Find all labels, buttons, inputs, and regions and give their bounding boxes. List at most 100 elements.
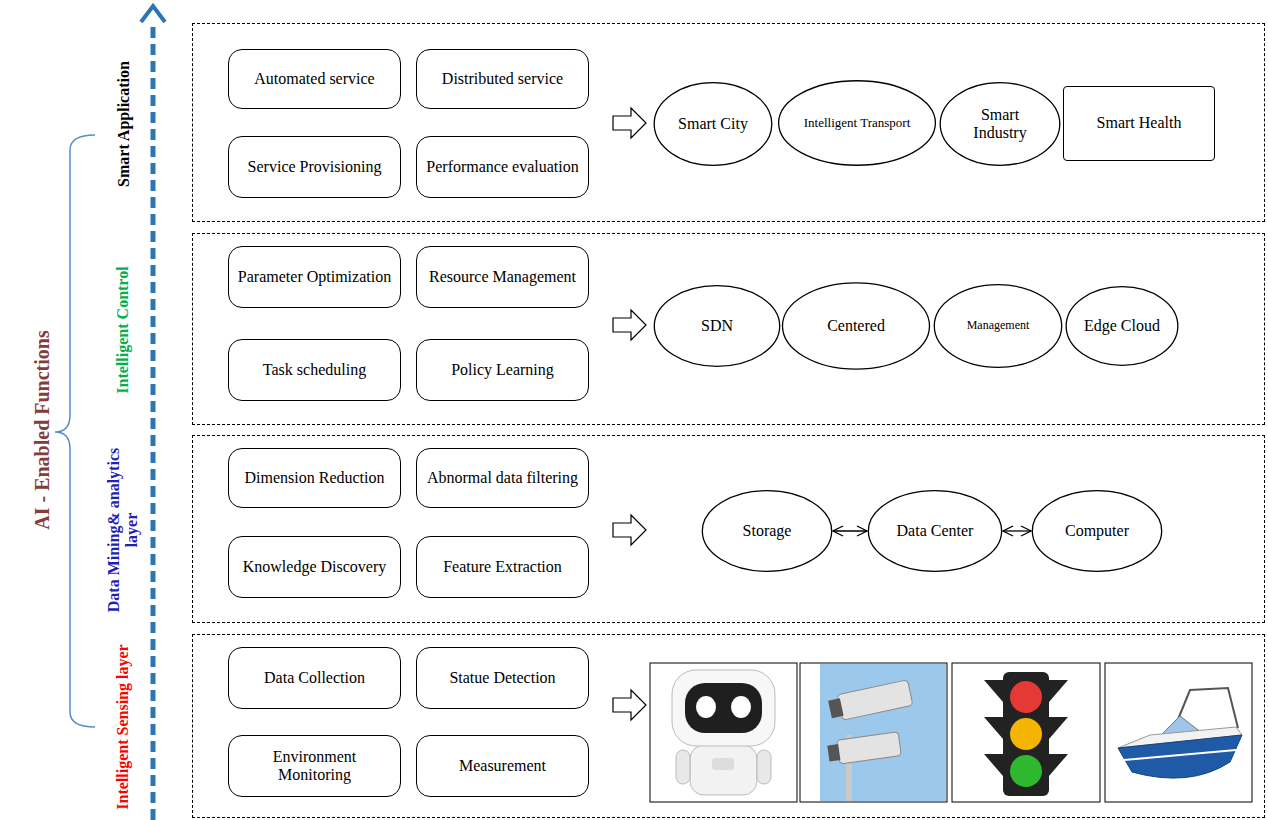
sky-background xyxy=(820,664,946,801)
light-visor xyxy=(1049,754,1068,776)
function-ellipse: Edge Cloud xyxy=(1065,285,1179,367)
layer-label-holder: Smart Application xyxy=(100,30,146,217)
function-box: Feature Extraction xyxy=(416,536,589,598)
ellipse-outline xyxy=(654,83,772,166)
layer-label: Smart Application xyxy=(114,30,132,217)
layer-label-holder: Intelligent Sensing layer xyxy=(100,641,146,813)
function-box: Policy Learning xyxy=(416,339,589,401)
node-text: Performance evaluation xyxy=(423,158,582,176)
robot-head xyxy=(672,670,775,746)
camera-lens xyxy=(827,744,840,761)
block-arrow xyxy=(613,310,646,340)
function-box: Task scheduling xyxy=(228,339,401,401)
side-label: AI - Enabled Functions xyxy=(31,270,54,590)
node-text: Computer xyxy=(1048,522,1146,540)
ellipse-outline xyxy=(1032,491,1161,572)
function-ellipse: Intelligent Transport xyxy=(777,79,937,167)
function-ellipse: Computer xyxy=(1031,489,1163,573)
node-text: Policy Learning xyxy=(423,361,582,379)
block-arrow xyxy=(613,108,646,138)
vertical-axis-arrow xyxy=(141,6,165,820)
node-text: Service Provisioning xyxy=(235,158,394,176)
node-text: Knowledge Discovery xyxy=(235,558,394,576)
light-visor xyxy=(1049,717,1068,739)
robot-eye xyxy=(731,696,751,718)
ellipse-outline xyxy=(779,81,936,165)
function-ellipse: Data Center xyxy=(867,489,1003,573)
ellipse-outline xyxy=(783,283,930,369)
function-box: Environment Monitoring xyxy=(228,735,401,797)
side-label-holder: AI - Enabled Functions xyxy=(24,270,60,590)
camera-lens xyxy=(828,698,843,718)
robot-panel xyxy=(712,758,734,770)
picture-frame xyxy=(800,663,947,802)
layer-label: Data Mining& analytics layer xyxy=(105,442,142,618)
function-ellipse: Smart City xyxy=(653,81,773,167)
picture-frame xyxy=(1105,663,1252,802)
layer-panel: Smart ApplicationAutomated serviceDistri… xyxy=(192,23,1265,222)
camera xyxy=(827,680,913,722)
function-box: Resource Management xyxy=(416,246,589,308)
layer-label: Intelligent Sensing layer xyxy=(114,641,132,813)
node-text: Smart City xyxy=(669,115,758,133)
ellipse-outline xyxy=(702,491,831,572)
robot-picture xyxy=(650,663,797,802)
function-ellipse: Smart Industry xyxy=(939,81,1061,167)
ellipse-outline xyxy=(654,286,779,367)
traffic-light-picture xyxy=(952,663,1100,802)
double-arrow-connector xyxy=(833,530,867,531)
picture-frame xyxy=(650,663,797,802)
ellipse-outline xyxy=(1066,287,1178,366)
ellipse-outline xyxy=(868,491,1001,572)
double-arrow-connector xyxy=(1003,530,1031,531)
light-visor xyxy=(1049,680,1068,702)
axis-line xyxy=(151,22,156,820)
ellipse-outline xyxy=(934,285,1061,368)
node-text: Distributed service xyxy=(423,70,582,88)
picture-frame xyxy=(952,663,1100,802)
curly-bracket xyxy=(55,135,95,727)
function-box: Data Collection xyxy=(228,647,401,709)
camera-picture xyxy=(800,663,947,802)
function-box: Dimension Reduction xyxy=(228,448,401,508)
node-text: Intelligent Transport xyxy=(798,116,916,131)
node-text: Environment Monitoring xyxy=(235,748,394,785)
node-text: Centered xyxy=(801,317,912,335)
node-text: Task scheduling xyxy=(235,361,394,379)
node-text: Resource Management xyxy=(423,268,582,286)
layer-panel: Data Mining& analytics layerDimension Re… xyxy=(192,435,1265,623)
node-text: Statue Detection xyxy=(423,669,582,687)
camera-body xyxy=(837,680,913,720)
robot-arm xyxy=(676,750,690,784)
light-housing xyxy=(1003,672,1049,796)
node-text: Automated service xyxy=(235,70,394,88)
layer-label: Intelligent Control xyxy=(114,240,132,420)
light-visor xyxy=(984,754,1003,776)
node-text: SDN xyxy=(670,317,765,335)
node-text: Measurement xyxy=(423,757,582,775)
function-ellipse: Centered xyxy=(781,281,931,371)
axis-head xyxy=(141,6,165,22)
node-text: Smart Health xyxy=(1070,114,1208,132)
node-text: Storage xyxy=(718,522,816,540)
function-box: Parameter Optimization xyxy=(228,246,401,308)
node-text: Feature Extraction xyxy=(423,558,582,576)
camera-body xyxy=(837,732,902,764)
node-text: Smart Industry xyxy=(955,106,1045,143)
layer-label-holder: Intelligent Control xyxy=(100,240,146,420)
yellow-light xyxy=(1010,718,1042,750)
node-text: Edge Cloud xyxy=(1080,317,1164,335)
function-box: Performance evaluation xyxy=(416,136,589,198)
function-box: Knowledge Discovery xyxy=(228,536,401,598)
node-text: Parameter Optimization xyxy=(235,268,394,286)
node-text: Dimension Reduction xyxy=(235,469,394,487)
light-visor xyxy=(984,680,1003,702)
boat-hull xyxy=(1118,735,1242,778)
node-text: Management xyxy=(950,319,1046,333)
block-arrow xyxy=(613,690,646,720)
camera xyxy=(827,732,902,766)
red-light xyxy=(1010,681,1042,713)
function-box: Distributed service xyxy=(416,49,589,109)
function-ellipse: SDN xyxy=(653,284,781,368)
